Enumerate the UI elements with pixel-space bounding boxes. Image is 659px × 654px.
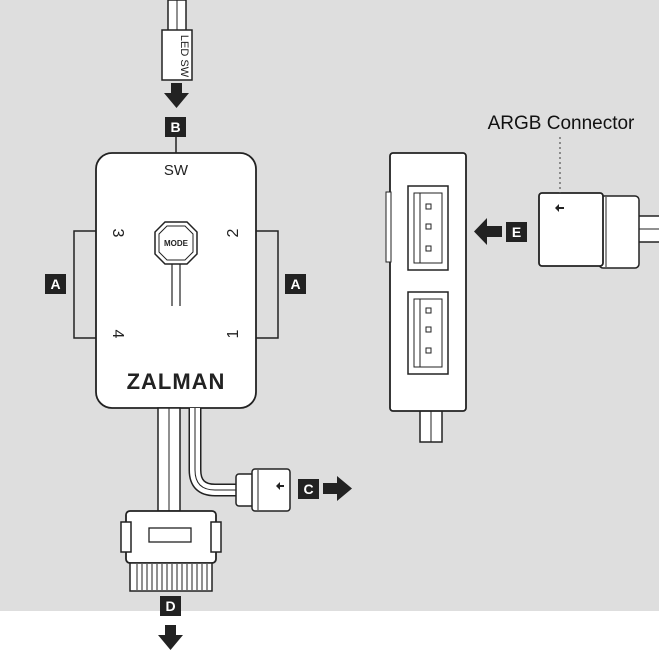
- svg-text:A: A: [50, 276, 60, 292]
- port-label-4: 4: [109, 330, 126, 339]
- argb-hub: SW 3 2 4 1 MODE ZALMAN: [74, 153, 278, 408]
- bottom-cables: [158, 408, 238, 511]
- arrow-left-icon: [474, 218, 502, 245]
- arrow-down-icon: [164, 83, 189, 108]
- argb-socket-upper: [408, 186, 448, 270]
- svg-text:B: B: [170, 119, 180, 135]
- marker-a-left: A: [45, 274, 66, 294]
- argb-socket-lower: [408, 292, 448, 374]
- brand-logo: ZALMAN: [127, 369, 226, 394]
- svg-text:D: D: [165, 598, 175, 614]
- led-sw-cable: LED SW: [162, 0, 192, 80]
- port-label-1: 1: [225, 329, 242, 338]
- port-label-3: 3: [109, 229, 126, 238]
- svg-text:C: C: [303, 481, 313, 497]
- right-bracket: [256, 231, 278, 338]
- left-bracket: [74, 231, 96, 338]
- sw-label: SW: [164, 162, 189, 179]
- marker-e: E: [506, 222, 527, 242]
- arrow-right-icon: [323, 476, 352, 501]
- led-sw-label: LED SW: [178, 35, 190, 78]
- marker-b: B: [165, 117, 186, 137]
- port-label-2: 2: [225, 228, 242, 237]
- mode-button[interactable]: MODE: [155, 222, 197, 264]
- mode-button-label: MODE: [164, 239, 189, 248]
- power-connector-d: [121, 511, 221, 591]
- svg-text:E: E: [512, 224, 521, 240]
- marker-c: C: [298, 479, 319, 499]
- marker-a-right: A: [285, 274, 306, 294]
- svg-text:A: A: [290, 276, 300, 292]
- arrow-down-icon-bottom: [158, 625, 183, 650]
- argb-output-connector-c: [236, 469, 290, 511]
- marker-d: D: [160, 596, 181, 616]
- argb-connector-callout: ARGB Connector: [488, 113, 635, 134]
- argb-device: [386, 153, 466, 442]
- argb-connector-e: [539, 193, 659, 268]
